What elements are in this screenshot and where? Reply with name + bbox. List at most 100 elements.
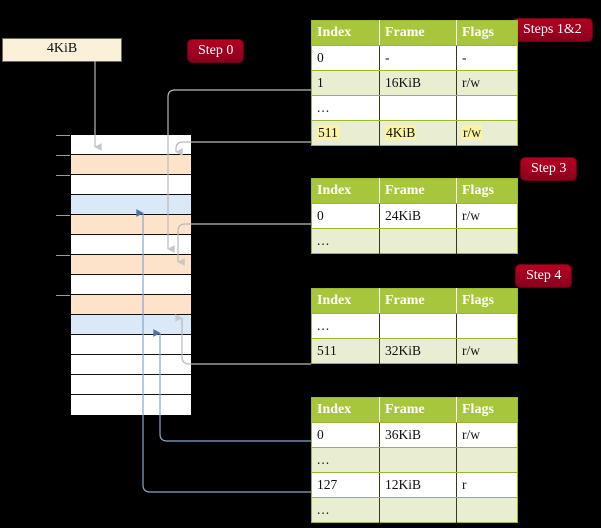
memory-cell (71, 315, 191, 335)
memory-cell (71, 395, 191, 415)
memory-column (70, 134, 192, 416)
cell-frame: 16KiB (379, 70, 457, 96)
badge-step-3-label: Step 3 (531, 161, 567, 176)
cell-index: 0 (311, 45, 380, 71)
memory-tick-mark (56, 175, 70, 176)
table-row: 0 36KiB r/w (311, 422, 518, 448)
table-header-row: Index Frame Flags (311, 178, 518, 204)
cell-flags: r/w (456, 203, 518, 229)
cell-index: 511 (311, 120, 380, 146)
wire-level2-to-memory (175, 314, 311, 365)
memory-cell (71, 375, 191, 395)
memory-tick-mark (56, 155, 70, 156)
memory-cell (71, 355, 191, 375)
table-row: ... (311, 228, 518, 254)
memory-cell (71, 195, 191, 215)
cell-index: 1 (311, 70, 380, 96)
cell-index: 0 (311, 422, 380, 448)
table-row: 511 4KiB r/w (311, 120, 518, 146)
table-row: ... (311, 95, 518, 121)
cell-frame (379, 447, 457, 473)
column-header-frame: Frame (379, 397, 457, 423)
level1-table-body: 0 36KiB r/w ... 127 12KiB r ... (311, 422, 518, 523)
column-header-flags: Flags (456, 397, 518, 423)
table-row: 1 16KiB r/w (311, 70, 518, 96)
cell-index: 127 (311, 472, 380, 498)
cell-flags (456, 447, 518, 473)
column-header-index: Index (311, 397, 380, 423)
badge-step-3: Step 3 (521, 158, 577, 180)
memory-cell (71, 135, 191, 155)
cell-frame: 12KiB (379, 472, 457, 498)
cell-index: ... (311, 313, 380, 339)
level3-table: Index Frame Flags 0 24KiB r/w ... (311, 178, 518, 254)
cell-index: 511 (311, 338, 380, 364)
memory-cell (71, 235, 191, 255)
cell-flags (456, 497, 518, 523)
cell-flags: r/w (456, 70, 518, 96)
cell-flags: r/w (456, 422, 518, 448)
level3-table-body: 0 24KiB r/w ... (311, 203, 518, 254)
frame-box-4kib: 4KiB (2, 38, 122, 62)
column-header-frame: Frame (379, 20, 457, 46)
level2-table-body: ... 511 32KiB r/w (311, 313, 518, 364)
cell-flags (456, 95, 518, 121)
column-header-flags: Flags (456, 178, 518, 204)
memory-cell (71, 335, 191, 355)
badge-step-0: Step 0 (188, 40, 244, 62)
column-header-index: Index (311, 20, 380, 46)
wire-level4-511-to-memory (175, 141, 311, 156)
cell-index: 0 (311, 203, 380, 229)
table-row: 0 24KiB r/w (311, 203, 518, 229)
level4-table: Index Frame Flags 0 - - 1 16KiB r/w ... (311, 20, 518, 146)
badge-steps-1-2: Steps 1&2 (513, 19, 592, 41)
memory-tick-mark (56, 255, 70, 256)
level2-table: Index Frame Flags ... 511 32KiB r/w (311, 288, 518, 364)
memory-cell (71, 215, 191, 235)
cell-flags (456, 313, 518, 339)
table-row: 127 12KiB r (311, 472, 518, 498)
cell-frame-text: 4KiB (385, 124, 417, 140)
cell-frame (379, 313, 457, 339)
memory-tick-mark (56, 295, 70, 296)
memory-tick-mark (56, 135, 70, 136)
cell-frame (379, 95, 457, 121)
level1-table: Index Frame Flags 0 36KiB r/w ... 127 12… (311, 397, 518, 523)
cell-flags-text: r/w (462, 124, 482, 140)
memory-cell (71, 295, 191, 315)
column-header-flags: Flags (456, 20, 518, 46)
cell-flags: - (456, 45, 518, 71)
frame-box-label: 4KiB (46, 41, 78, 56)
cell-flags: r (456, 472, 518, 498)
table-row: 511 32KiB r/w (311, 338, 518, 364)
cell-index-text: 511 (317, 124, 339, 140)
cell-frame: 36KiB (379, 422, 457, 448)
memory-cell (71, 275, 191, 295)
level4-table-body: 0 - - 1 16KiB r/w ... 511 4KiB r/w (311, 45, 518, 146)
cell-index: ... (311, 447, 380, 473)
table-row: ... (311, 447, 518, 473)
cell-index: ... (311, 228, 380, 254)
column-header-index: Index (311, 288, 380, 314)
table-row: 0 - - (311, 45, 518, 71)
cell-flags: r/w (456, 338, 518, 364)
table-header-row: Index Frame Flags (311, 20, 518, 46)
cell-frame: 24KiB (379, 203, 457, 229)
cell-flags (456, 228, 518, 254)
cell-frame: 4KiB (379, 120, 457, 146)
memory-cell (71, 255, 191, 275)
column-header-index: Index (311, 178, 380, 204)
cell-index: ... (311, 497, 380, 523)
table-row: ... (311, 313, 518, 339)
memory-cell (71, 175, 191, 195)
cell-frame (379, 497, 457, 523)
cell-flags: r/w (456, 120, 518, 146)
badge-step-0-label: Step 0 (198, 43, 234, 58)
cell-frame (379, 228, 457, 254)
column-header-flags: Flags (456, 288, 518, 314)
column-header-frame: Frame (379, 178, 457, 204)
badge-steps-1-2-label: Steps 1&2 (523, 22, 582, 37)
memory-tick-mark (56, 215, 70, 216)
badge-step-4-label: Step 4 (526, 268, 562, 283)
